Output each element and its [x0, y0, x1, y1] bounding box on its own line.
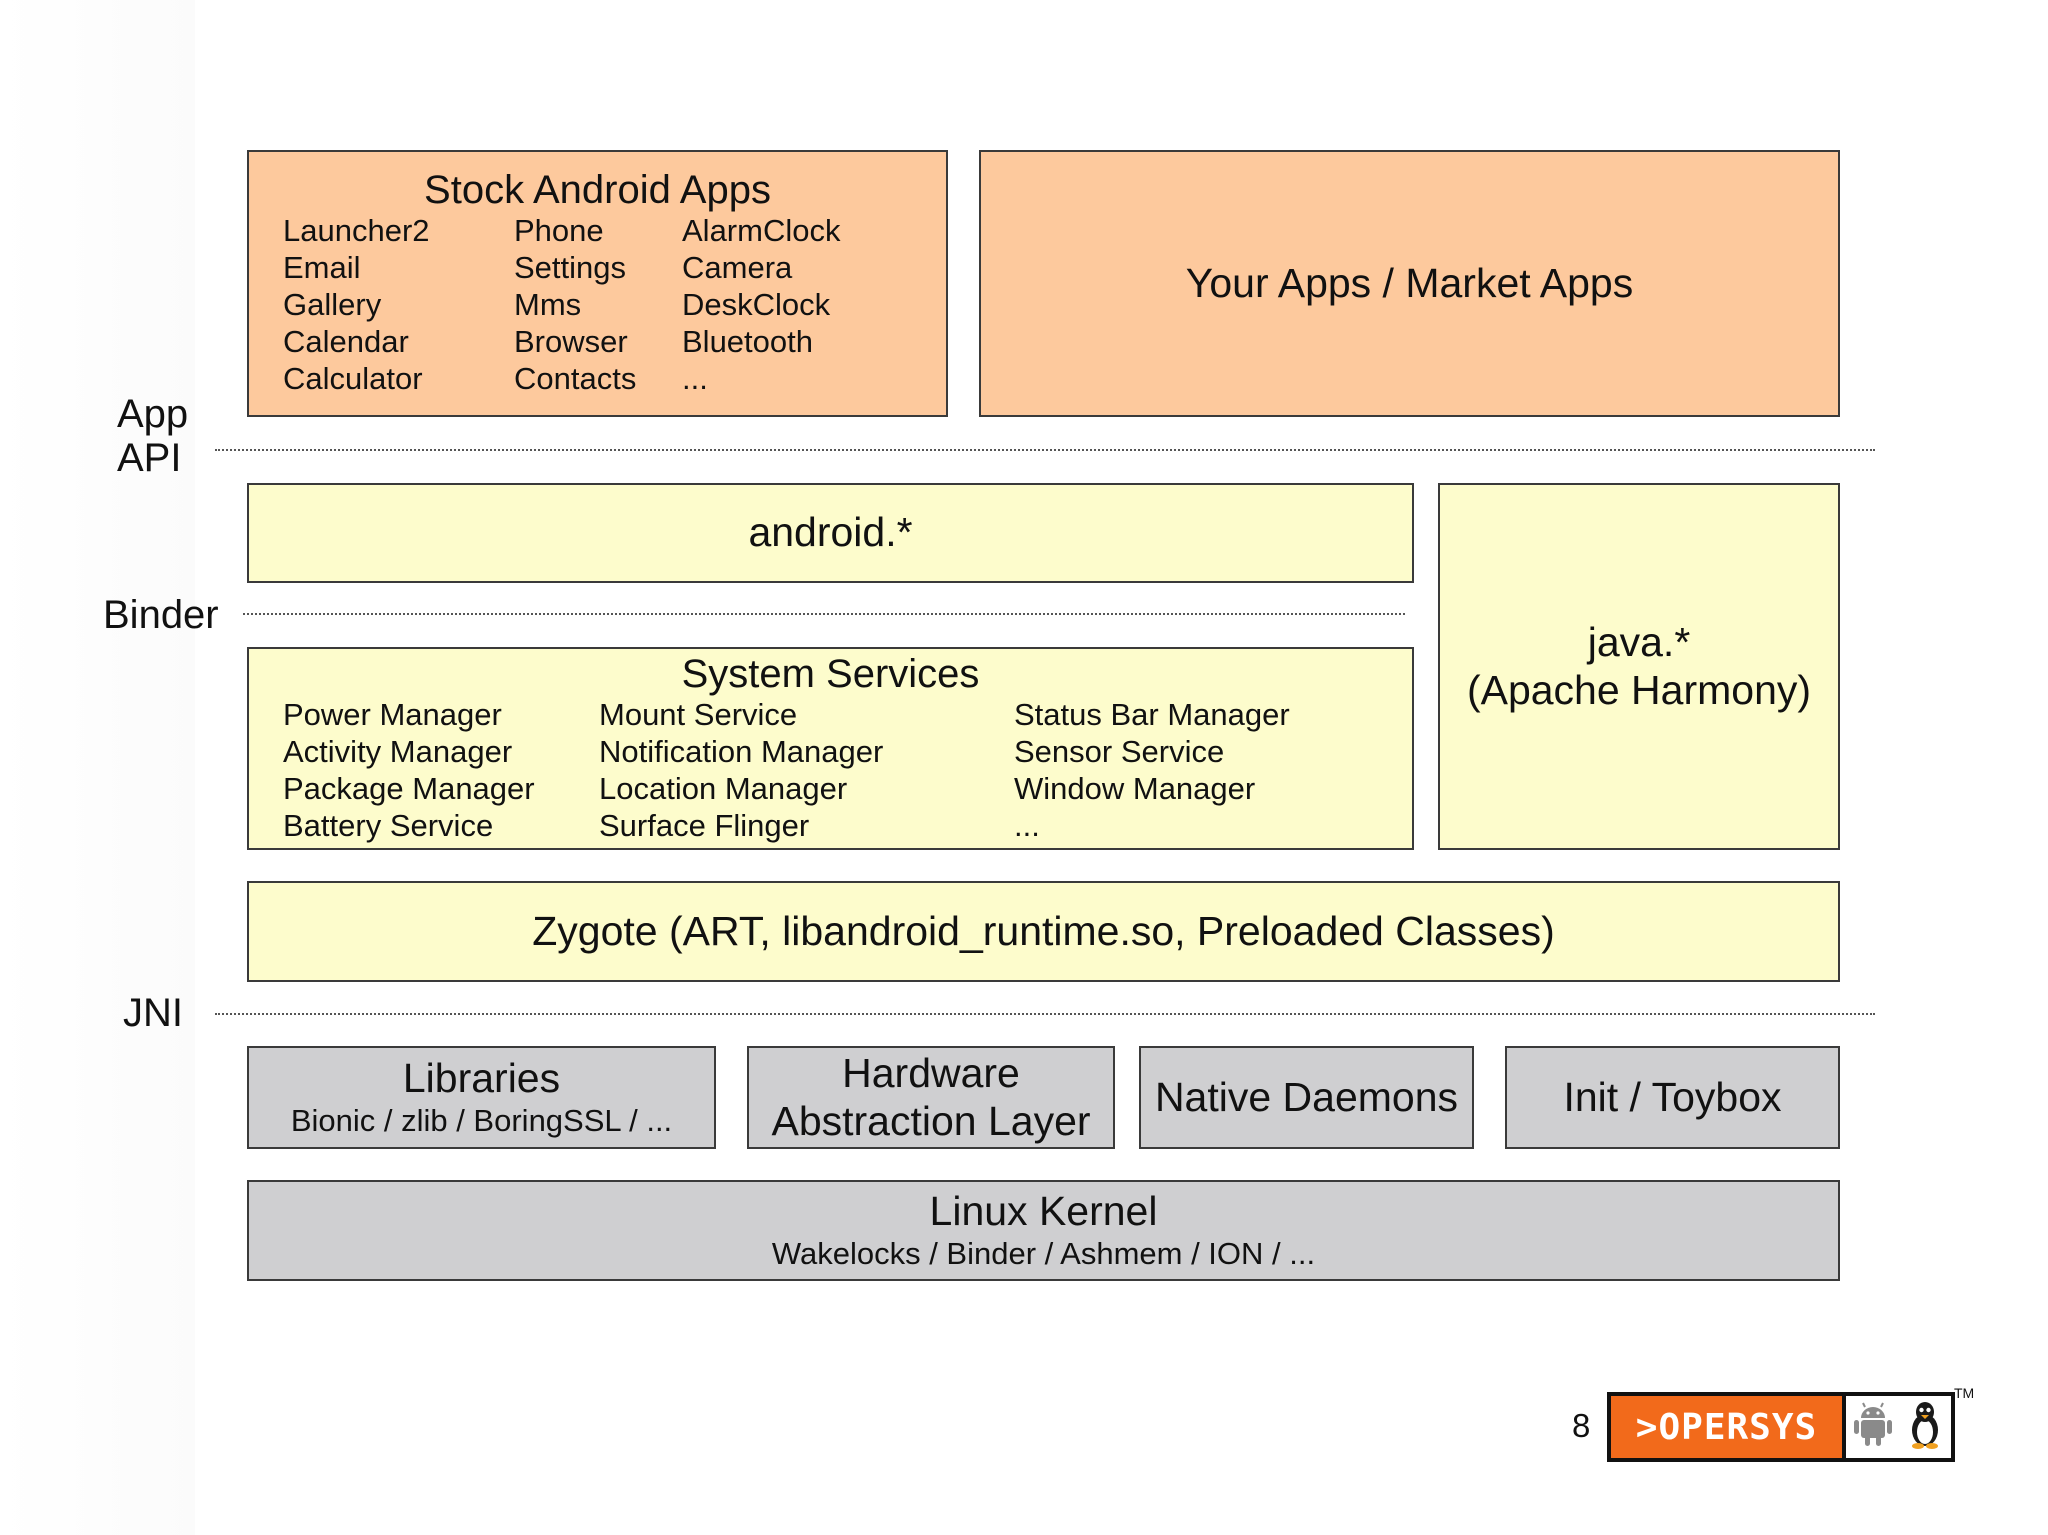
list-item: Phone	[514, 213, 604, 248]
list-item: Settings	[514, 250, 627, 285]
layer-label-jni: JNI	[123, 991, 183, 1035]
list-item: Sensor Service	[1014, 734, 1225, 769]
list-item: Bluetooth	[682, 324, 813, 359]
system-services-title: System Services	[681, 652, 980, 696]
your-apps-box: Your Apps / Market Apps	[979, 150, 1840, 417]
list-item: AlarmClock	[682, 213, 841, 248]
list-item: Launcher2	[283, 213, 430, 248]
stock-apps-column-3: AlarmClock Camera DeskClock Bluetooth ..…	[682, 212, 840, 397]
layer-label-binder: Binder	[103, 593, 219, 637]
libraries-title: Libraries	[402, 1055, 561, 1102]
list-item: Notification Manager	[599, 734, 884, 769]
list-item: DeskClock	[682, 287, 831, 322]
java-api-title: java.*	[1587, 619, 1691, 666]
system-services-column-2: Mount Service Notification Manager Locat…	[599, 696, 883, 844]
list-item: Package Manager	[283, 771, 535, 806]
logo-text: >OPERSYS	[1611, 1396, 1842, 1458]
libraries-box: Libraries Bionic / zlib / BoringSSL / ..…	[247, 1046, 716, 1149]
zygote-box: Zygote (ART, libandroid_runtime.so, Prel…	[247, 881, 1840, 982]
list-item: Battery Service	[283, 808, 494, 843]
hal-box: Hardware Abstraction Layer	[747, 1046, 1115, 1149]
linux-kernel-title: Linux Kernel	[929, 1188, 1158, 1235]
stock-apps-column-2: Phone Settings Mms Browser Contacts	[514, 212, 636, 397]
zygote-title: Zygote (ART, libandroid_runtime.so, Prel…	[532, 907, 1555, 954]
java-api-box: java.* (Apache Harmony)	[1438, 483, 1840, 850]
stock-apps-column-1: Launcher2 Email Gallery Calendar Calcula…	[283, 212, 430, 397]
list-item: Status Bar Manager	[1014, 697, 1290, 732]
system-services-column-1: Power Manager Activity Manager Package M…	[283, 696, 535, 844]
hal-title-line-2: Abstraction Layer	[771, 1097, 1091, 1144]
background-shade	[0, 0, 195, 1535]
android-api-title: android.*	[748, 509, 913, 556]
list-item: Surface Flinger	[599, 808, 810, 843]
linux-kernel-subtitle: Wakelocks / Binder / Ashmem / ION / ...	[771, 1236, 1316, 1272]
list-item: ...	[1014, 808, 1040, 843]
trademark-mark: TM	[1954, 1385, 1975, 1401]
list-item: Location Manager	[599, 771, 848, 806]
list-item: Browser	[514, 324, 628, 359]
list-item: Gallery	[283, 287, 382, 322]
java-api-subtitle: (Apache Harmony)	[1466, 666, 1812, 713]
android-icon	[1853, 1402, 1893, 1453]
list-item: ...	[682, 361, 708, 396]
linux-kernel-box: Linux Kernel Wakelocks / Binder / Ashmem…	[247, 1180, 1840, 1281]
page-number: 8	[1572, 1407, 1591, 1444]
libraries-subtitle: Bionic / zlib / BoringSSL / ...	[290, 1103, 673, 1139]
list-item: Email	[283, 250, 361, 285]
list-item: Calculator	[283, 361, 423, 396]
stock-android-apps-box: Stock Android Apps Launcher2 Email Galle…	[247, 150, 948, 417]
list-item: Power Manager	[283, 697, 502, 732]
your-apps-title: Your Apps / Market Apps	[1185, 259, 1634, 306]
system-services-column-3: Status Bar Manager Sensor Service Window…	[1014, 696, 1290, 844]
layer-label-api: API	[117, 436, 182, 480]
init-title: Init / Toybox	[1563, 1073, 1782, 1120]
native-daemons-box: Native Daemons	[1139, 1046, 1474, 1149]
init-box: Init / Toybox	[1505, 1046, 1840, 1149]
list-item: Mms	[514, 287, 582, 322]
layer-label-app: App	[117, 392, 189, 436]
opersys-logo: >OPERSYS	[1607, 1392, 1955, 1462]
hal-title-line-1: Hardware	[842, 1050, 1020, 1097]
tux-penguin-icon	[1906, 1400, 1944, 1455]
list-item: Camera	[682, 250, 793, 285]
list-item: Contacts	[514, 361, 637, 396]
list-item: Window Manager	[1014, 771, 1256, 806]
system-services-box: System Services Power Manager Activity M…	[247, 647, 1414, 850]
jni-divider	[215, 1013, 1875, 1015]
app-api-divider	[215, 449, 1875, 451]
layer-label-app-api: App API	[117, 392, 188, 480]
stock-apps-title: Stock Android Apps	[424, 168, 771, 212]
binder-divider	[243, 613, 1405, 615]
android-api-box: android.*	[247, 483, 1414, 583]
list-item: Mount Service	[599, 697, 798, 732]
native-daemons-title: Native Daemons	[1154, 1073, 1459, 1120]
list-item: Activity Manager	[283, 734, 513, 769]
logo-icons	[1846, 1396, 1951, 1458]
list-item: Calendar	[283, 324, 409, 359]
